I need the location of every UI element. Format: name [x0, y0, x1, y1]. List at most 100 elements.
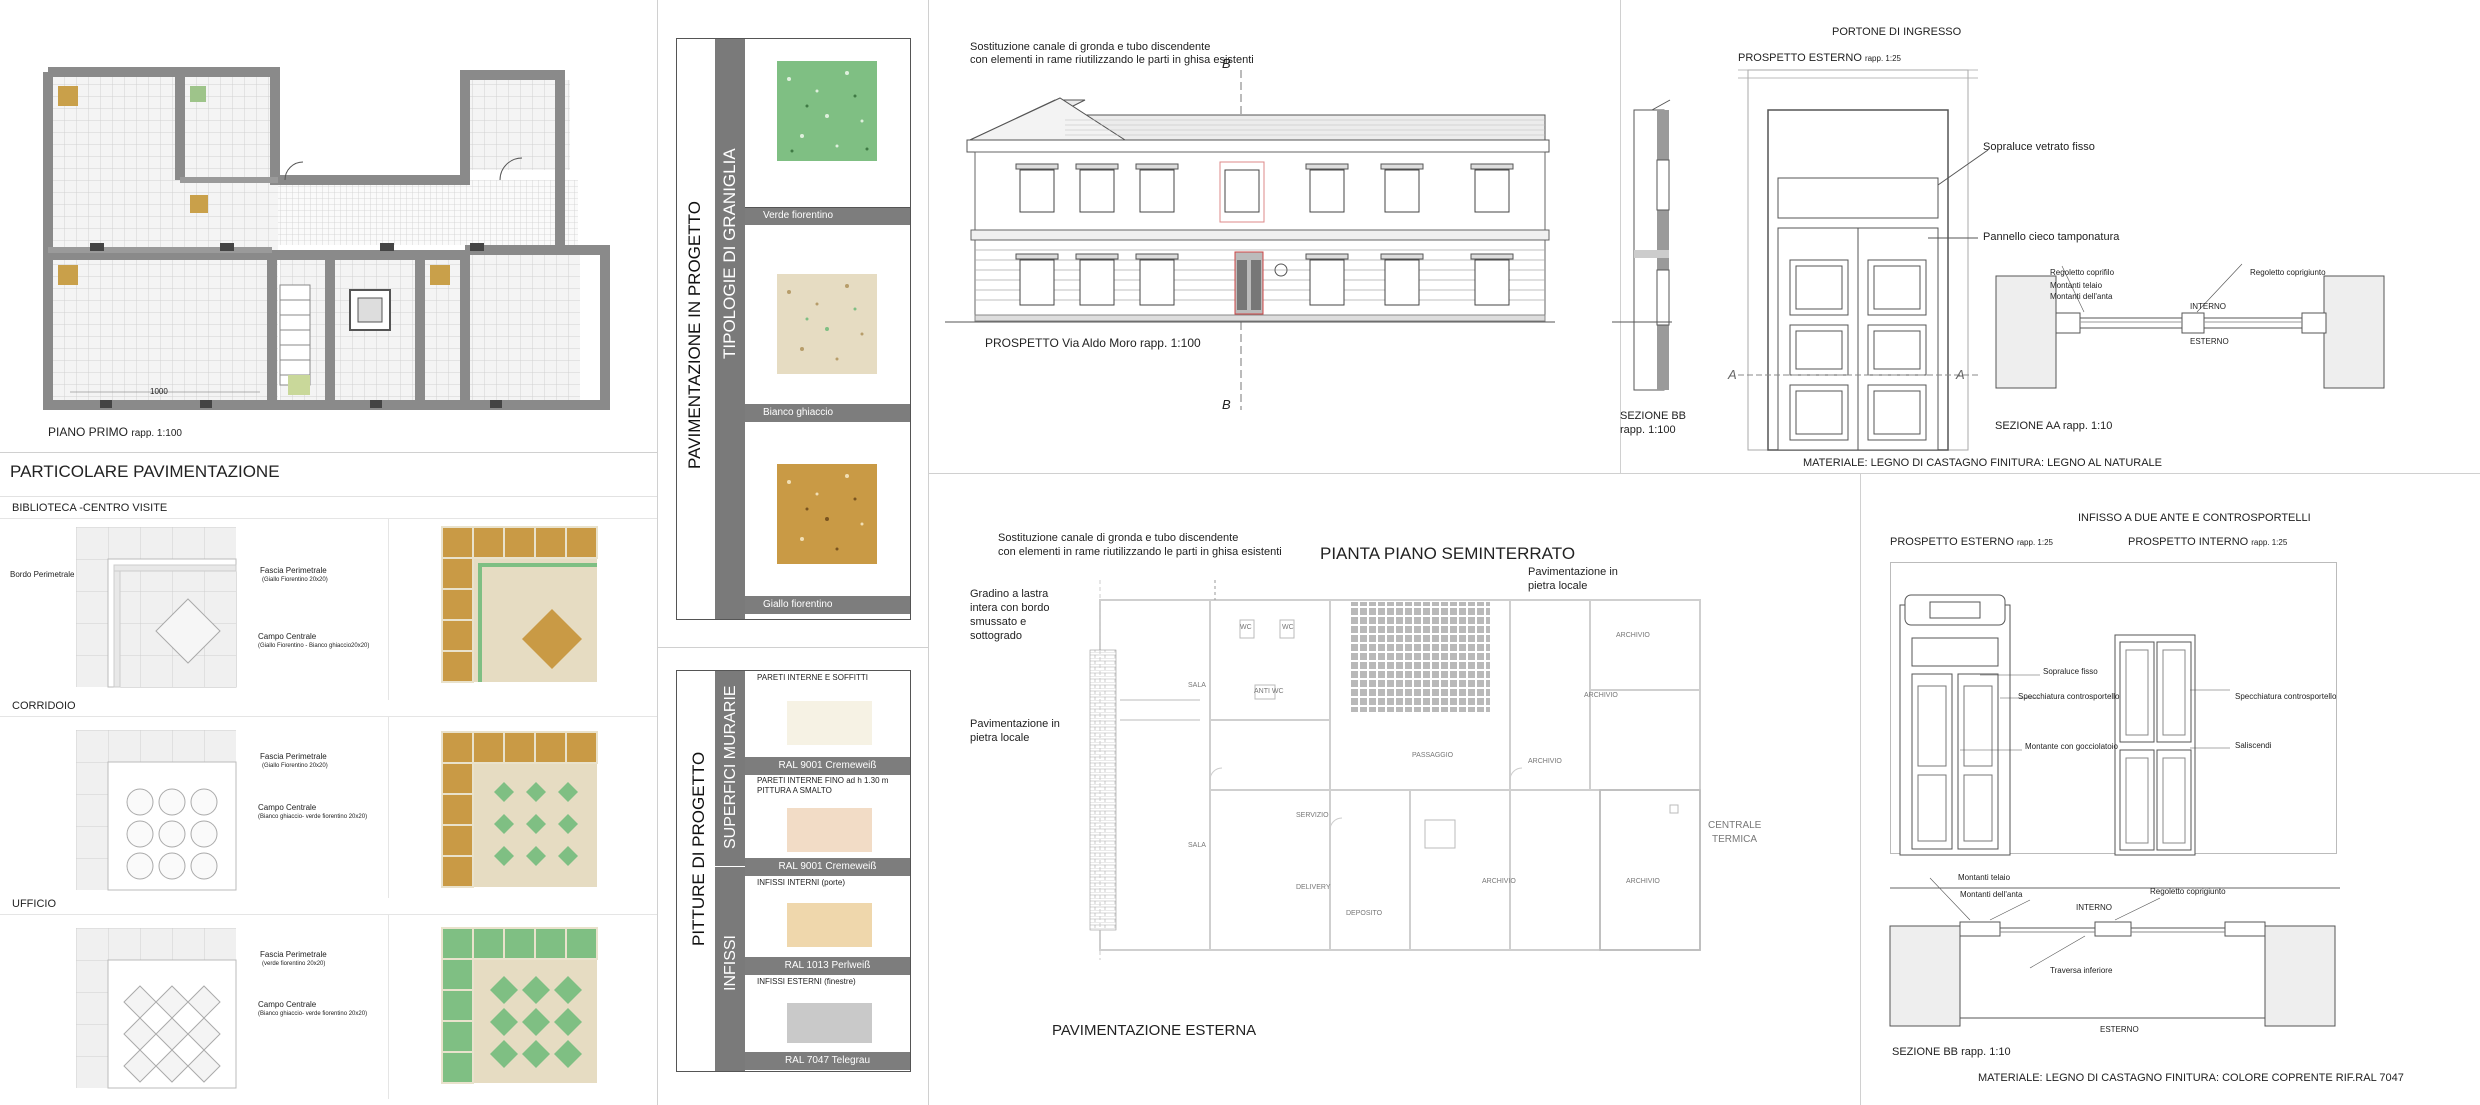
- pitture-group-1: SUPERFICI MURARIE: [722, 685, 739, 849]
- portone-prospetto-scale: rapp. 1:25: [1864, 54, 1901, 63]
- facade-drawing: [945, 70, 1555, 410]
- room-2: WC: [1240, 624, 1252, 631]
- divider-6: [1620, 0, 1621, 473]
- infisso-prospetto-int-text: PROSPETTO INTERNO: [2128, 536, 2249, 548]
- floor-plan-drawing: [43, 67, 610, 410]
- pittura-3-ral: RAL 1013 Perlweiß: [745, 957, 910, 975]
- swatch-giallo-label: Giallo fiorentino: [745, 596, 910, 614]
- semint-gradino-1: Gradino a lastra: [970, 588, 1049, 600]
- divider-3: [0, 452, 657, 453]
- portone-title: PORTONE DI INGRESSO: [1832, 26, 1962, 38]
- sezione-bb-drawing: [1612, 99, 1672, 391]
- portone-prospetto: PROSPETTO ESTERNO rapp. 1:25: [1738, 52, 1901, 64]
- pittura-1-head: PARETI INTERNE E SOFFITTI: [757, 673, 868, 682]
- pav-section-2-title: CORRIDOIO: [12, 700, 76, 712]
- sezione-bb-title: SEZIONE BB: [1620, 410, 1687, 422]
- section-b-top: B: [1222, 56, 1231, 71]
- infisso-label-3: Montante con gocciolatoio: [2025, 742, 2118, 751]
- semint-pietra-left: Pavimentazione in: [970, 718, 1060, 730]
- sezione-aa-title-text: SEZIONE AA: [1995, 420, 2060, 432]
- room-9: SERVIZIO: [1296, 812, 1329, 819]
- room-10: SALA: [1188, 842, 1206, 849]
- pitture-bar: [715, 671, 745, 1071]
- room-4: ANTI WC: [1254, 688, 1284, 695]
- room-11: DELIVERY: [1296, 884, 1331, 891]
- graniglia-title-1: PAVIMENTAZIONE IN PROGETTO: [685, 201, 704, 469]
- pav-rule-2: [0, 716, 657, 717]
- floor-plan-first: 1000: [40, 60, 620, 420]
- section-b-bottom: B: [1222, 397, 1231, 412]
- pavimentazione-esterna: PAVIMENTAZIONE ESTERNA: [1052, 1022, 1257, 1039]
- sez-aa-label-5: INTERNO: [2190, 302, 2226, 311]
- pittura-2-head2: PITTURA A SMALTO: [757, 786, 832, 795]
- plan-scale: rapp. 1:100: [131, 428, 182, 439]
- semint-title: PIANTA PIANO SEMINTERRATO: [1320, 544, 1576, 563]
- semint-gradino-4: sottogrado: [970, 630, 1022, 642]
- swatch-bianco: [777, 274, 877, 374]
- swatch-bianco-label: Bianco ghiaccio: [745, 404, 910, 422]
- semint-pietra-left-2: pietra locale: [970, 732, 1030, 744]
- portone-a-right: A: [1956, 367, 1965, 382]
- room-12: DEPOSITO: [1346, 910, 1383, 917]
- swatch-bianco-speckle: [787, 284, 864, 361]
- infisso-title: INFISSO A DUE ANTE E CONTROSPORTELLI: [2078, 512, 2311, 524]
- pittura-3-swatch: [787, 903, 872, 947]
- pittura-1-ral: RAL 9001 Cremeweiß: [745, 757, 910, 775]
- sezione-aa-drawing: [1995, 263, 2385, 389]
- pitture-title: PITTURE DI PROGETTO: [689, 751, 708, 946]
- plan-dimension: 1000: [150, 387, 168, 396]
- centrale-termica-2: TERMICA: [1712, 834, 1757, 845]
- infisso-label-4: Specchiatura controsportello: [2235, 692, 2337, 701]
- pavimentazione-title: PARTICOLARE PAVIMENTAZIONE: [10, 462, 280, 481]
- seminterrato-drawing: [1089, 580, 1701, 960]
- pitture-panel: PITTURE DI PROGETTO SUPERFICI MURARIE IN…: [676, 670, 911, 1072]
- infisso-sezione-drawing: [1889, 877, 2340, 1027]
- infisso-drawing: [1899, 594, 2230, 856]
- pittura-2-swatch: [787, 808, 872, 852]
- infisso-sez-label-3: Regoletto coprigiunto: [2150, 887, 2226, 896]
- infisso-sezione-title: SEZIONE BB rapp. 1:10: [1892, 1046, 2011, 1058]
- pav-3-drawing: [76, 928, 237, 1089]
- pav-1-color: [441, 526, 598, 683]
- pav-rule-3: [0, 914, 657, 915]
- pav-1-bordo: Bordo Perimetrale: [10, 570, 75, 579]
- pittura-3-head: INFISSI INTERNI (porte): [757, 878, 846, 887]
- swatch-verde-label: Verde fiorentino: [745, 207, 910, 225]
- swatch-verde-speckle: [787, 71, 869, 153]
- semint-pietra-top: Pavimentazione in: [1528, 566, 1618, 578]
- sezione-aa-scale: rapp. 1:10: [2062, 420, 2113, 432]
- pav-vrule-3: [388, 914, 389, 1099]
- graniglia-bar: [715, 39, 745, 619]
- graniglia-rule-1: [745, 207, 910, 208]
- room-13: ARCHIVIO: [1482, 878, 1516, 885]
- portone-materiale: MATERIALE: LEGNO DI CASTAGNO FINITURA: L…: [1803, 457, 2162, 469]
- semint-note-1: Sostituzione canale di gronda e tubo dis…: [998, 532, 1239, 544]
- semint-gradino-2: intera con bordo: [970, 602, 1050, 614]
- sez-aa-label-4: Regoletto coprigiunto: [2250, 268, 2326, 277]
- sezione-aa-title: SEZIONE AA rapp. 1:10: [1995, 420, 2112, 432]
- room-6: ARCHIVIO: [1584, 692, 1618, 699]
- pav-section-3-title: UFFICIO: [12, 898, 56, 910]
- infisso-sez-label-1: Montanti telaio: [1958, 873, 2011, 882]
- infisso-sez-label-5: Traversa inferiore: [2050, 966, 2113, 975]
- portone-pannello: Pannello cieco tamponatura: [1983, 231, 2120, 243]
- room-8: ARCHIVIO: [1528, 758, 1562, 765]
- centrale-termica-1: CENTRALE: [1708, 820, 1762, 831]
- sezione-bb-scale: rapp. 1:100: [1620, 424, 1676, 436]
- sez-aa-label-6: ESTERNO: [2190, 337, 2229, 346]
- sez-aa-label-2: Montanti telaio: [2050, 281, 2103, 290]
- semint-pietra-top-2: pietra locale: [1528, 580, 1588, 592]
- infisso-sez-label-2: Montanti dell'anta: [1960, 890, 2023, 899]
- pav-section-1-title: BIBLIOTECA -CENTRO VISITE: [12, 502, 168, 514]
- room-14: ARCHIVIO: [1626, 878, 1660, 885]
- semint-gradino-3: smussato e: [970, 616, 1027, 628]
- pav-2-campo: Campo Centrale: [258, 803, 317, 812]
- pav-3-fascia: Fascia Perimetrale: [260, 950, 327, 959]
- infisso-prospetto-est-scale: rapp. 1:25: [2016, 538, 2053, 547]
- pav-vrule-1: [388, 518, 389, 700]
- plan-title-text: PIANO PRIMO: [48, 425, 129, 439]
- infisso-sezione-title-text: SEZIONE BB: [1892, 1046, 1959, 1058]
- pav-1-drawing: [76, 527, 237, 688]
- pittura-2-ral: RAL 9001 Cremeweiß: [745, 858, 910, 876]
- room-5: ARCHIVIO: [1616, 632, 1650, 639]
